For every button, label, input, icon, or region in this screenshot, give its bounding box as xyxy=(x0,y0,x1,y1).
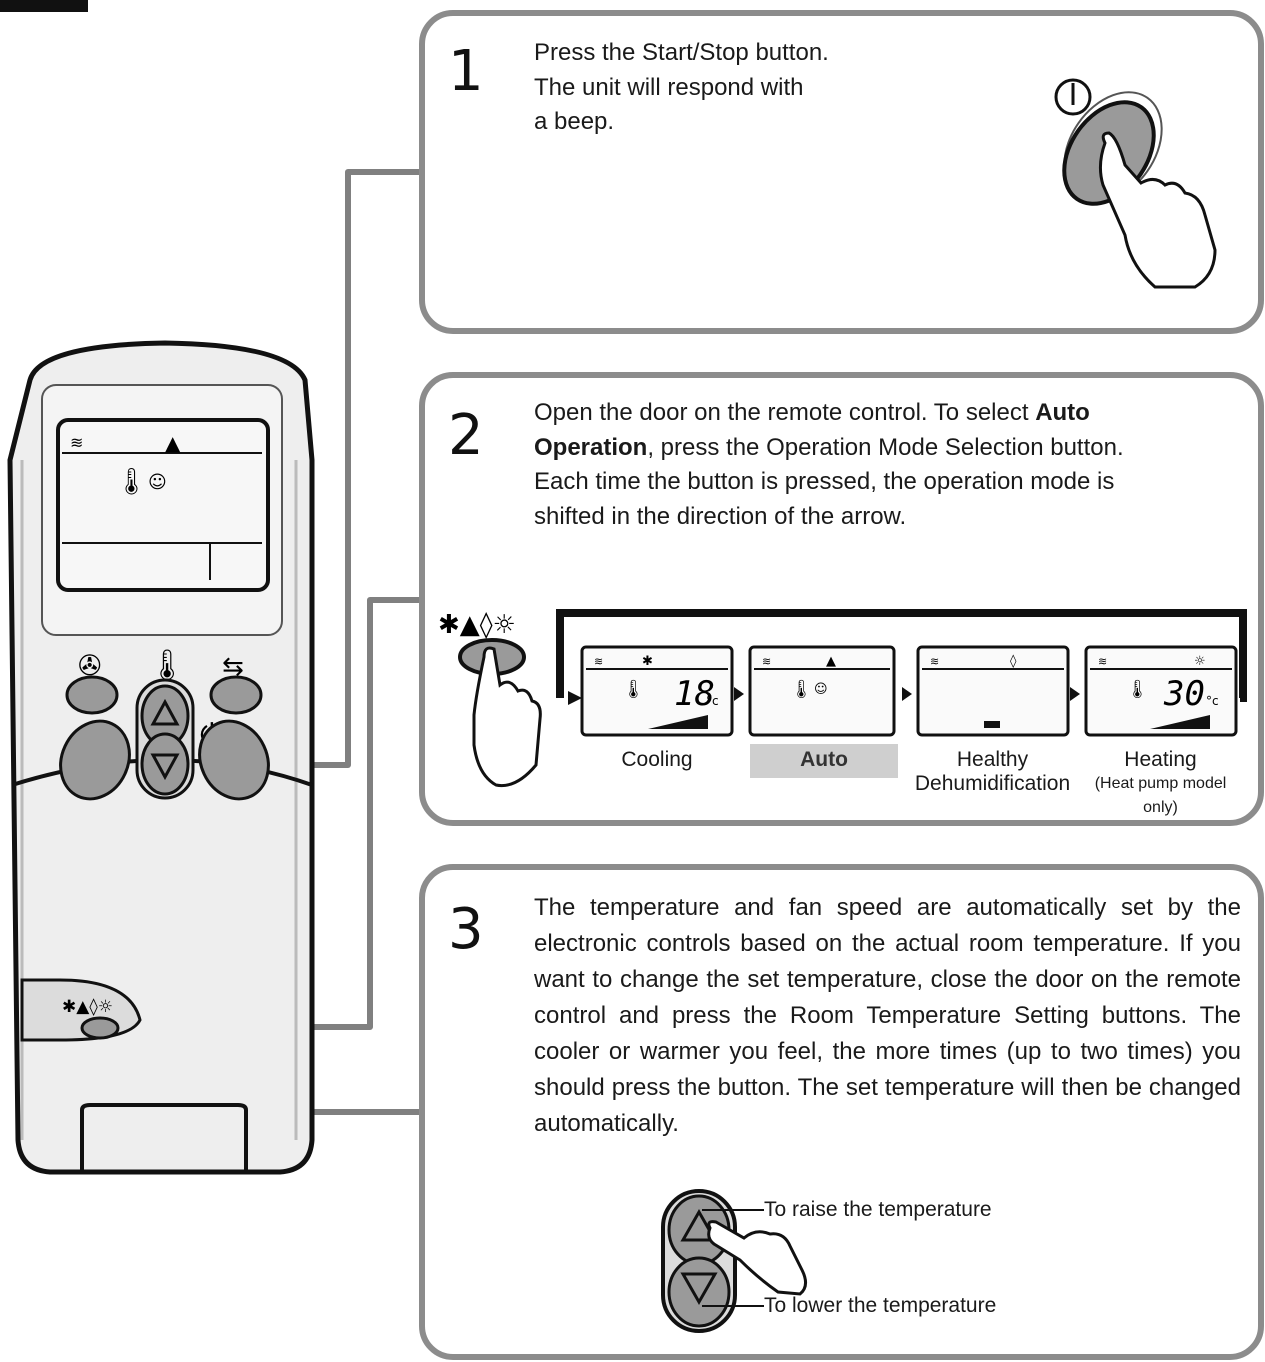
step-2-line-2: Operation, press the Operation Mode Sele… xyxy=(534,431,1124,466)
mode-label-dehumidification: Healthy Dehumidification xyxy=(905,748,1080,796)
thermometer-icon: 🌡 xyxy=(1126,679,1149,700)
pressing-hand-icon xyxy=(707,1220,807,1296)
mode-selector-illustration: ✱▲◊☼ xyxy=(438,610,542,788)
auto-mode-icon: ▲ xyxy=(826,654,836,669)
down-arrow-icon xyxy=(680,1272,718,1306)
svg-text:≋: ≋ xyxy=(930,655,939,668)
start-stop-button xyxy=(198,719,270,801)
airflow-button xyxy=(209,675,263,715)
heating-display-unit: °c xyxy=(1206,694,1219,708)
swing-icon: ✇ xyxy=(78,649,101,682)
thermometer-icon: 🌡 xyxy=(622,679,645,700)
battery-door xyxy=(80,1103,248,1170)
mode-label-dehumid: Dehumidification xyxy=(914,772,1071,795)
mode-label-heating-name: Heating xyxy=(1124,748,1197,771)
cooling-display-value: 18 xyxy=(674,674,715,714)
step-3-panel xyxy=(419,864,1264,1360)
sun-icon: ☼ xyxy=(1194,654,1206,669)
step-3-text: The temperature and fan speed are automa… xyxy=(534,894,1241,1137)
thermometer-icon: 🌡 xyxy=(148,648,186,683)
step-2-line-2-text: , press the Operation Mode Selection but… xyxy=(647,433,1124,461)
mode-label-heating: Heating (Heat pump model only) xyxy=(1078,748,1243,820)
step-1-number: 1 xyxy=(448,39,484,104)
step-2-bold-operation: Operation xyxy=(534,433,648,461)
svg-text:≋: ≋ xyxy=(762,655,771,668)
down-arrow-icon xyxy=(150,753,180,781)
mode-lcd-row: ≋ ✱ 🌡 18 °c ≋ ▲ 🌡 ☺ ≋ ◊ ≋ ☼ 🌡 30 °c xyxy=(580,645,1238,737)
svg-text:≋: ≋ xyxy=(594,655,603,668)
lower-temperature-callout: To lower the temperature xyxy=(764,1294,997,1317)
smile-icon: ☺ xyxy=(148,472,167,493)
step-2-line-1-text: Open the door on the remote control. To … xyxy=(534,399,1036,426)
mode-label-heating-note: (Heat pump model only) xyxy=(1094,775,1227,816)
step-2-line-4: shifted in the direction of the arrow. xyxy=(534,502,907,530)
step-2-number: 2 xyxy=(448,403,484,468)
start-stop-illustration xyxy=(1054,78,1217,289)
remote-lcd xyxy=(56,418,270,592)
temp-buttons-illustration xyxy=(661,1189,807,1333)
power-icon xyxy=(1054,78,1092,116)
mode-cycle-arrow xyxy=(556,609,1247,705)
dehumidification-lcd: ≋ ◊ xyxy=(916,645,1070,737)
mode-label-cooling: Cooling xyxy=(621,748,693,771)
up-arrow-icon xyxy=(680,1208,718,1242)
step-2-line-3: Each time the button is pressed, the ope… xyxy=(534,468,1115,495)
cooling-lcd: ≋ ✱ 🌡 18 °c xyxy=(580,645,734,737)
step-2-line-1: Open the door on the remote control. To … xyxy=(534,396,1124,431)
mode-label-healthy: Healthy xyxy=(956,748,1029,771)
snowflake-icon: ✱ xyxy=(642,654,653,669)
auto-mode-icon: ▲ xyxy=(165,431,181,455)
mode-button xyxy=(80,1016,120,1040)
step-2-bold-auto: Auto xyxy=(1035,399,1090,426)
step-1-line-1: Press the Start/Stop button. xyxy=(534,39,829,66)
mode-icons-row: ✱▲◊☼ xyxy=(438,610,516,640)
mode-icons: ✱▲◊☼ xyxy=(62,997,113,1017)
step-3-number: 3 xyxy=(448,897,484,962)
corner-tab xyxy=(0,0,88,12)
svg-text:≋: ≋ xyxy=(1098,655,1107,668)
step-1-line-2: The unit will respond with xyxy=(534,73,804,101)
raise-temperature-callout: To raise the temperature xyxy=(764,1198,992,1221)
fan-speed-button xyxy=(59,719,131,801)
remote-control: ≋ ▲ 🌡 ☺ ✇ 🌡 ⇆ ✣ ⏻ ✱▲◊☼ xyxy=(7,340,315,1175)
mode-label-auto: Auto xyxy=(800,748,848,771)
step-1-line-3: a beep. xyxy=(534,108,615,135)
heating-display-value: 30 xyxy=(1163,674,1205,714)
step-2-text: Open the door on the remote control. To … xyxy=(534,396,1124,534)
auto-lcd: ≋ ▲ 🌡 ☺ xyxy=(748,645,896,737)
cooling-display-unit: °c xyxy=(706,694,719,708)
thermometer-icon: 🌡 xyxy=(115,467,148,497)
swing-button xyxy=(65,675,119,715)
thermometer-icon: 🌡 xyxy=(790,679,813,700)
heating-lcd: ≋ ☼ 🌡 30 °c xyxy=(1084,645,1238,737)
auto-highlight xyxy=(750,744,898,778)
up-arrow-icon xyxy=(150,698,180,726)
drop-icon: ◊ xyxy=(1010,654,1017,669)
wifi-icon: ≋ xyxy=(70,433,83,452)
step-1-text: Press the Start/Stop button. The unit wi… xyxy=(534,36,829,140)
smile-icon: ☺ xyxy=(814,682,828,697)
pressing-hand-icon xyxy=(1098,131,1217,289)
pressing-hand-icon xyxy=(472,646,542,788)
airflow-icon: ⇆ xyxy=(222,652,244,682)
